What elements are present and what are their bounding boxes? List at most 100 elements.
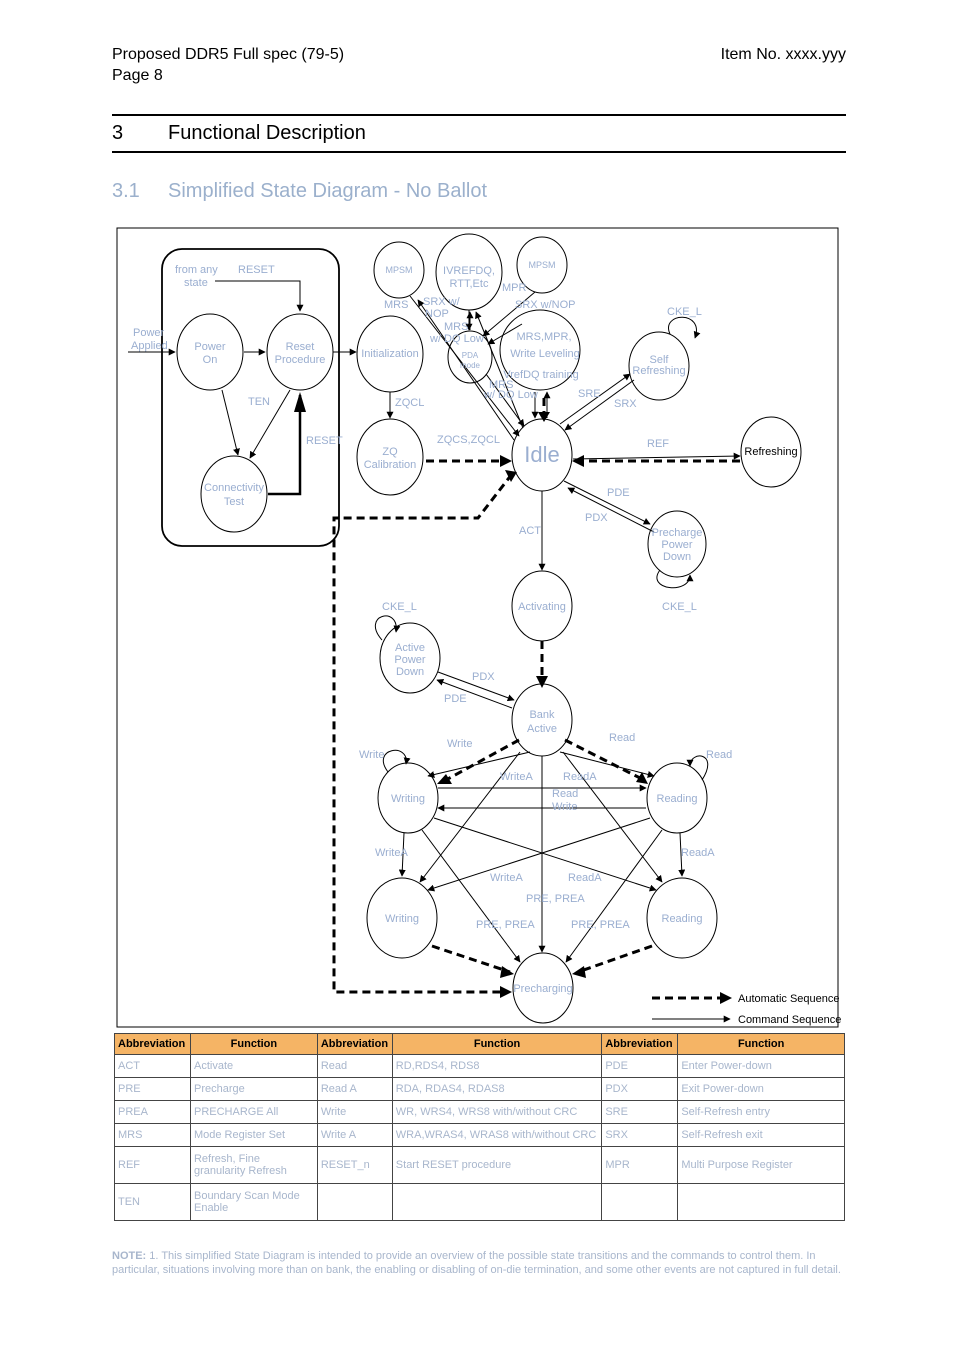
label-srx-nop-b: SRX w/NOP	[515, 299, 576, 311]
table-cell: Enter Power-down	[677, 1054, 845, 1078]
label-sre: SRE	[578, 388, 601, 400]
label-mrs-mpr-2: Write Leveling	[510, 348, 580, 360]
label-ref: REF	[647, 438, 669, 450]
label-zq-1: ZQ	[382, 446, 398, 458]
table-cell: Exit Power-down	[677, 1077, 845, 1101]
table-header-row: Abbreviation Function Abbreviation Funct…	[114, 1033, 845, 1055]
label-pdx: PDX	[585, 512, 608, 524]
label-reset-procedure-2: Procedure	[275, 354, 326, 366]
doc-title: Proposed DDR5 Full spec (79-5)	[112, 46, 345, 63]
label-activating: Activating	[518, 601, 566, 613]
table-cell: Start RESET procedure	[391, 1146, 603, 1184]
label-mrs-1: MRS	[384, 299, 408, 311]
label-read-mid: Read	[552, 788, 578, 800]
label-reset-side: RESET	[306, 435, 343, 447]
label-apd-2: Power	[394, 654, 426, 666]
label-from-any-2: state	[184, 277, 208, 289]
diagram-frame	[116, 227, 839, 1028]
label-initialization: Initialization	[361, 348, 418, 360]
table-cell: WRA,WRAS4, WRAS8 with/without CRC	[391, 1123, 603, 1147]
table-cell: PDX	[601, 1077, 679, 1101]
table-cell: MPR	[601, 1146, 679, 1184]
label-pre-prea-mid: PRE, PREA	[526, 893, 585, 905]
label-act: ACT	[519, 525, 541, 537]
label-power-on-2: On	[203, 354, 218, 366]
state-self-refreshing	[628, 331, 690, 401]
table-cell: PRE	[114, 1077, 191, 1101]
state-refreshing	[740, 416, 802, 488]
table-cell: Mode Register Set	[189, 1123, 318, 1147]
label-ppd-3: Down	[663, 551, 691, 563]
state-precharging	[512, 952, 574, 1024]
table-cell: REF	[114, 1146, 191, 1184]
label-mpsm-right: MPSM	[529, 260, 556, 270]
label-bank-2: Active	[527, 723, 557, 735]
label-ten: TEN	[248, 396, 270, 408]
state-mpsm-left	[373, 241, 425, 299]
th-func-3: Function	[677, 1033, 845, 1055]
label-ivrefdq-2: RTT,Etc	[450, 278, 489, 290]
label-pre-prea-right: PRE, PREA	[571, 919, 630, 931]
label-writing: Writing	[391, 793, 425, 805]
label-srx: SRX	[614, 398, 637, 410]
table-cell	[316, 1183, 393, 1221]
table-cell: Activate	[189, 1054, 318, 1078]
state-diagram: Power On Reset Procedure Connectivity Te…	[116, 227, 841, 1028]
table-cell: PRECHARGE All	[189, 1100, 318, 1124]
label-writing-a: Writing	[385, 913, 419, 925]
th-func-1: Function	[189, 1033, 318, 1055]
state-active-pd	[379, 622, 441, 694]
section-title: Functional Description	[168, 122, 366, 144]
label-writea-top: WriteA	[500, 771, 533, 783]
label-mrs-dq-1: MRS	[444, 321, 468, 333]
label-pdx-2: PDX	[472, 671, 495, 683]
table-cell: SRE	[601, 1100, 679, 1124]
label-reading-a: Reading	[662, 913, 703, 925]
label-pda-2: mode	[460, 361, 481, 370]
state-connectivity-test	[200, 455, 268, 533]
page-number: Page 8	[112, 67, 163, 84]
table-cell: WR, WRS4, WRS8 with/without CRC	[391, 1100, 603, 1124]
label-write-loop: Write	[359, 749, 384, 761]
table-cell: RD,RDS4, RDS8	[391, 1054, 603, 1078]
reset-group-box	[161, 248, 340, 547]
state-writing-a	[366, 877, 438, 959]
label-power-on-1: Power	[194, 341, 226, 353]
transition-labels: from any state RESET Power Applied TEN R…	[131, 264, 732, 931]
label-power-applied-1: Power	[133, 327, 165, 339]
label-apd-1: Active	[395, 642, 425, 654]
label-self-2: Refreshing	[632, 365, 685, 377]
label-mrs-mpr-3: VrefDQ training	[503, 369, 578, 381]
state-mrs-mpr	[499, 309, 581, 391]
label-srx-nop-2: NOP	[425, 308, 449, 320]
state-zq-calibration	[356, 418, 424, 496]
label-mrs-mpr-1: MRS,MPR,	[517, 331, 572, 343]
label-cke-l-3: CKE_L	[382, 601, 417, 613]
state-power-on	[176, 313, 244, 391]
table-row: ACT Activate Read RD,RDS4, RDS8 PDE Ente…	[114, 1054, 845, 1078]
section-number: 3	[112, 122, 124, 144]
state-reading	[646, 762, 708, 834]
label-reada-right: ReadA	[681, 847, 715, 859]
footnote-text: 1. This simplified State Diagram is inte…	[112, 1250, 841, 1276]
table-row: PRE Precharge Read A RDA, RDAS4, RDAS8 P…	[114, 1077, 845, 1101]
table-cell: Self-Refresh entry	[677, 1100, 845, 1124]
th-func-2: Function	[391, 1033, 603, 1055]
label-write-ba: Write	[447, 738, 472, 750]
state-precharge-pd	[647, 510, 707, 578]
table-cell: SRX	[601, 1123, 679, 1147]
header-rule-bottom	[112, 151, 846, 153]
th-abbr-3: Abbreviation	[601, 1033, 679, 1055]
label-ivrefdq-1: IVREFDQ,	[443, 265, 495, 277]
label-zqcl: ZQCL	[395, 397, 424, 409]
subsection-title: Simplified State Diagram - No Ballot	[168, 180, 488, 202]
abbreviation-table: Abbreviation Function Abbreviation Funct…	[114, 1033, 845, 1221]
label-write-mid: Write	[552, 801, 577, 813]
table-cell: TEN	[114, 1183, 191, 1221]
table-cell: RESET_n	[316, 1146, 393, 1184]
label-pda-1: PDA	[462, 351, 479, 360]
table-cell: Read A	[316, 1077, 393, 1101]
label-srx-nop-1: SRX w/	[423, 296, 461, 308]
table-cell: PDE	[601, 1054, 679, 1078]
label-reada-top: ReadA	[563, 771, 597, 783]
